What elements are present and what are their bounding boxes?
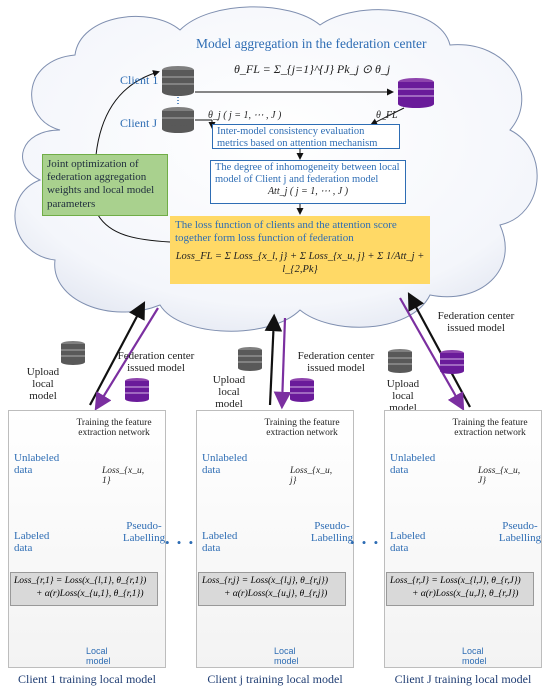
- theta-fl-formula: θ_FL = Σ_{j=1}^{J} Pk_j ⊙ θ_j: [234, 62, 391, 76]
- local-loss-formula: Loss_{r,J} = Loss(x_{l,J}, θ_{r,J}) + α(…: [386, 572, 534, 606]
- upload-label-1: Upload local model: [26, 366, 60, 403]
- theta-fl-label: θ_FL: [376, 110, 398, 121]
- issued-arrow-j: [273, 317, 292, 410]
- issued-arrow-1: [94, 307, 159, 411]
- joint-optimization-text: Joint optimization of federation aggrega…: [47, 158, 155, 210]
- local-model-label: Local model: [462, 646, 487, 666]
- att-label: Att_j ( j = 1, ⋯ , J ): [267, 186, 349, 198]
- local-model-label: Local model: [86, 646, 111, 666]
- ellipsis-right: • • •: [350, 535, 381, 550]
- clientJ-database-icon: [162, 107, 194, 133]
- upload-arrow-1: [89, 301, 146, 406]
- formula-line-2: + α(r)Loss(x_{u,j}, θ_{r,j}): [224, 588, 328, 599]
- training-label: Training the feature extraction network: [76, 418, 152, 439]
- client-box: [196, 410, 354, 668]
- client-caption: Client j training local model: [207, 672, 343, 686]
- inhomogeneity-text: The degree of inhomogeneity between loca…: [215, 162, 400, 186]
- loss-fl-box: The loss function of clients and the att…: [170, 216, 430, 284]
- cloud-title: Model aggregation in the federation cent…: [196, 36, 427, 51]
- unlabeled-label: Unlabeled data: [202, 452, 248, 477]
- formula-line-1: Loss_{r,j} = Loss(x_{l,j}, θ_{r,j}): [202, 576, 328, 586]
- upload-arrow-j: [264, 313, 283, 406]
- upload-db-icon-J: [388, 349, 412, 373]
- issued-db-icon-j: [290, 378, 314, 402]
- pseudo-label: Pseudo-Labelling: [310, 520, 354, 545]
- upload-db-icon-1: [61, 341, 85, 365]
- formula-line-1: Loss_{r,J} = Loss(x_{l,J}, θ_{r,J}): [390, 576, 521, 586]
- issued-label-j: Federation center issued model: [297, 350, 375, 375]
- client-caption: Client 1 training local model: [18, 672, 156, 686]
- issued-label-1: Federation center issued model: [117, 350, 195, 375]
- inhomogeneity-box: The degree of inhomogeneity between loca…: [210, 160, 406, 204]
- formula-line-2: + α(r)Loss(x_{u,1}, θ_{r,1}): [36, 588, 144, 599]
- loss-u-label: Loss_{x_u, J}: [478, 466, 521, 487]
- unlabeled-label: Unlabeled data: [390, 452, 436, 477]
- consistency-box: Inter-model consistency evaluation metri…: [212, 124, 400, 149]
- client-box: [384, 410, 542, 668]
- loss-u-label: Loss_{x_u, 1}: [102, 466, 145, 487]
- client1-label: Client 1: [120, 73, 159, 87]
- client-caption: Client J training local model: [394, 672, 532, 686]
- client-box: [8, 410, 166, 668]
- issued-db-icon-J: [440, 350, 464, 374]
- upload-arrow-J: [407, 292, 471, 408]
- upload-label-J: Upload local model: [386, 378, 420, 415]
- formula-line-1: Loss_{r,1} = Loss(x_{l,1}, θ_{r,1}): [14, 576, 147, 586]
- upload-db-icon-j: [238, 347, 262, 371]
- pseudo-label: Pseudo-Labelling: [122, 520, 166, 545]
- client1-database-icon: [162, 66, 194, 96]
- loss-fl-text: The loss function of clients and the att…: [175, 219, 397, 245]
- issued-arrow-J: [399, 297, 465, 411]
- labeled-label: Labeled data: [390, 530, 426, 555]
- labeled-label: Labeled data: [14, 530, 50, 555]
- training-label: Training the feature extraction network: [452, 418, 528, 439]
- clientJ-label: Client J: [120, 116, 158, 130]
- federation-database-icon: [398, 78, 434, 108]
- unlabeled-label: Unlabeled data: [14, 452, 60, 477]
- theta-j-label: θ_j ( j = 1, ⋯ , J ): [208, 110, 282, 121]
- loss-u-label: Loss_{x_u, j}: [290, 466, 333, 487]
- upload-label-j: Upload local model: [212, 374, 246, 411]
- pseudo-label: Pseudo-Labelling: [498, 520, 542, 545]
- labeled-label: Labeled data: [202, 530, 238, 555]
- loss-fl-formula: Loss_FL = Σ Loss_{x_l, j} + Σ Loss_{x_u,…: [175, 251, 425, 275]
- training-label: Training the feature extraction network: [264, 418, 340, 439]
- formula-line-2: + α(r)Loss(x_{u,J}, θ_{r,J}): [412, 588, 519, 599]
- issued-label-J: Federation center issued model: [437, 310, 515, 335]
- ellipsis-left: • • •: [165, 535, 196, 550]
- issued-db-icon-1: [125, 378, 149, 402]
- local-model-label: Local model: [274, 646, 299, 666]
- local-loss-formula: Loss_{r,j} = Loss(x_{l,j}, θ_{r,j}) + α(…: [198, 572, 346, 606]
- local-loss-formula: Loss_{r,1} = Loss(x_{l,1}, θ_{r,1}) + α(…: [10, 572, 158, 606]
- joint-optimization-box: Joint optimization of federation aggrega…: [42, 154, 168, 216]
